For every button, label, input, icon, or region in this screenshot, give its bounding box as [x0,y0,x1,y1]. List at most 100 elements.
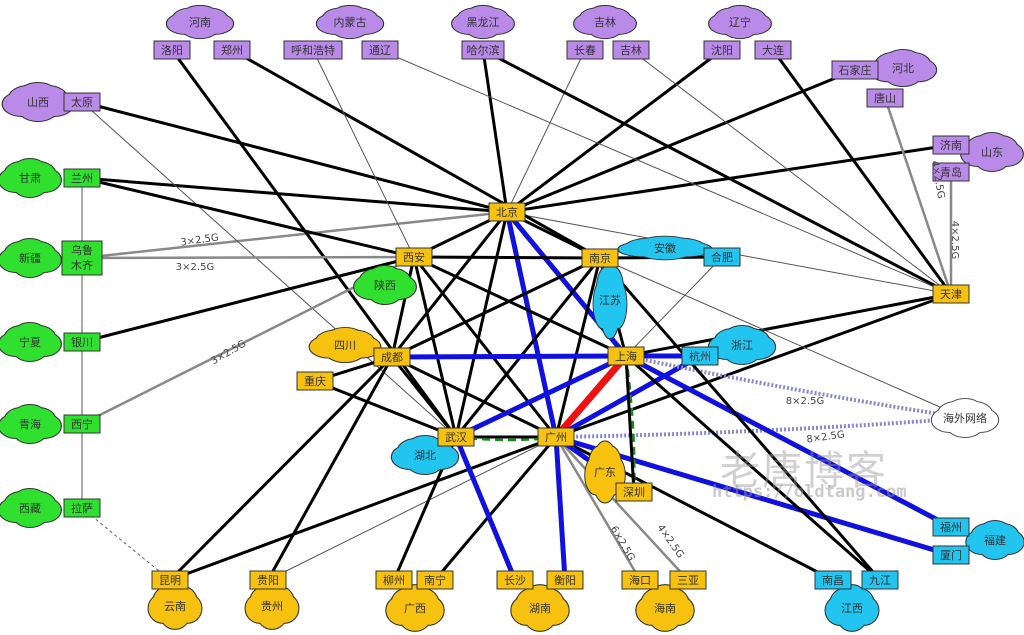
city-node-nanchang[interactable]: 南昌 [814,570,852,590]
city-node-shijiazhuang[interactable]: 石家庄 [831,60,879,80]
city-node-wuhan[interactable]: 武汉 [437,427,475,447]
city-node-haerbin[interactable]: 哈尔滨 [461,40,505,60]
city-node-xining[interactable]: 西宁 [63,414,101,434]
province-label: 陕西 [374,278,396,292]
province-label: 贵州 [261,600,283,613]
city-label: 九江 [869,574,891,587]
city-node-dalian[interactable]: 大连 [754,40,792,60]
city-node-changchun[interactable]: 长春 [566,40,604,60]
province-cloud-yunnan: 云南 [147,582,203,630]
city-node-liuzhou[interactable]: 柳州 [375,570,413,590]
city-node-hengyang[interactable]: 衡阳 [546,570,584,590]
link-xian-lanzhou [81,176,415,259]
city-label: 郑州 [221,43,243,57]
city-label: 衡阳 [554,574,576,587]
link-capacity-label: 3×2.5G [176,262,214,273]
province-cloud-hubei: 湖北 [390,435,460,476]
city-node-chongqing[interactable]: 重庆 [296,371,334,391]
link-chengdu-kunming [168,355,394,582]
city-node-huhehaote[interactable]: 呼和浩特 [283,40,343,60]
link-beijing-guangzhou [504,211,559,438]
link-chengdu-guangzhou [391,355,557,439]
province-label: 江苏 [599,294,621,307]
city-node-chengdu[interactable]: 成都 [373,347,411,367]
city-node-guangzhou[interactable]: 广州 [537,427,575,447]
link-nanjing-jiujiang [598,257,882,581]
city-node-qingdao[interactable]: 青岛 [932,162,970,182]
link-guangzhou-tianjin [555,292,952,439]
city-label: 兰州 [71,172,93,185]
city-node-guiyang[interactable]: 贵阳 [249,570,287,590]
city-label: 石家庄 [839,63,872,77]
city-node-tangshan[interactable]: 唐山 [866,88,904,108]
province-cloud-gansu: 甘肃 [0,158,62,199]
city-node-changsha[interactable]: 长沙 [496,570,534,590]
province-cloud-jilin_p: 吉林 [573,4,637,40]
city-label: 成都 [381,351,403,364]
city-label: 武汉 [445,431,467,444]
link-wuhan-guangzhou [455,435,557,442]
city-node-sanya[interactable]: 三亚 [669,570,707,590]
link-guangzhou-hengyang [553,436,568,581]
city-node-yinchuan[interactable]: 银川 [63,332,101,352]
city-node-taiyuan[interactable]: 太原 [63,92,101,112]
city-node-hangzhou[interactable]: 杭州 [681,346,719,366]
link-xian-yinchuan [81,255,415,344]
city-node-lanzhou[interactable]: 兰州 [63,168,101,188]
link-xian-shanghai [413,255,627,358]
province-cloud-shanxi: 山西 [1,81,75,122]
city-node-luoyang[interactable]: 洛阳 [153,40,191,60]
city-node-xian[interactable]: 西安 [395,247,433,267]
city-node-shenyang[interactable]: 沈阳 [703,40,741,60]
link-capacity-label: 8×2.5G [786,396,824,407]
city-label: 长春 [574,44,596,57]
link-dalian-tianjin [771,49,953,295]
city-label: 海口 [629,573,651,587]
city-node-jinan[interactable]: 济南 [932,135,970,155]
cities-layer: 洛阳 郑州 呼和浩特通辽 哈尔滨 长春 吉林 沈阳大连石家庄唐山济南青岛 太原兰州乌鲁木齐银川… [61,40,970,590]
link-haerbin-tianjin [482,48,952,296]
city-label: 太原 [71,96,93,109]
city-node-tianjin[interactable]: 天津 [932,284,970,304]
link-guangzhou-kunming [169,435,557,582]
link-capacity-label: 6×2.5G [608,524,637,563]
province-label: 甘肃 [19,172,41,185]
province-label: 宁夏 [19,335,41,349]
city-node-nanjing[interactable]: 南京 [581,248,619,268]
city-node-haikou[interactable]: 海口 [621,570,659,590]
province-label: 青海 [19,417,41,431]
city-node-kunming[interactable]: 昆明 [151,570,189,590]
link-guangzhou-sanya [555,436,689,581]
city-label: 南宁 [424,573,446,587]
city-node-nanning[interactable]: 南宁 [416,570,454,590]
province-cloud-xinjiang: 新疆 [0,238,62,279]
city-node-zhengzhou[interactable]: 郑州 [213,40,251,60]
province-label: 吉林 [594,15,616,29]
city-node-wulumuqi[interactable]: 乌鲁木齐 [61,240,103,277]
link-tongliao-tianjin [379,49,952,295]
city-label: 柳州 [383,573,405,587]
city-node-jiujiang[interactable]: 九江 [861,570,899,590]
link-guangzhou-overseas [555,416,966,439]
city-node-fuzhou[interactable]: 福州 [932,517,970,537]
city-node-hefei[interactable]: 合肥 [703,247,741,267]
city-node-jilin[interactable]: 吉林 [612,40,650,60]
link-xian-nanjing [413,255,601,260]
city-node-beijing[interactable]: 北京 [488,202,526,222]
province-cloud-xizang: 西藏 [0,488,62,529]
province-label: 广西 [404,602,426,615]
link-shanghai-hefei [625,256,723,357]
city-node-shanghai[interactable]: 上海 [607,346,645,366]
city-node-lasa[interactable]: 拉萨 [63,498,101,518]
city-label: 青岛 [940,165,962,179]
city-node-tongliao[interactable]: 通辽 [361,40,399,60]
link-beijing-shenyang [506,48,723,214]
city-label: 吉林 [620,43,642,57]
city-node-shenzhen[interactable]: 深圳 [615,482,653,502]
link-capacity-label: 3×2.5G [180,232,220,248]
city-label: 福州 [940,520,962,534]
city-label: 厦门 [940,548,962,562]
link-tangshan-tianjin [883,97,953,295]
city-node-xiamen[interactable]: 厦门 [932,545,970,565]
city-label: 唐山 [874,91,896,105]
